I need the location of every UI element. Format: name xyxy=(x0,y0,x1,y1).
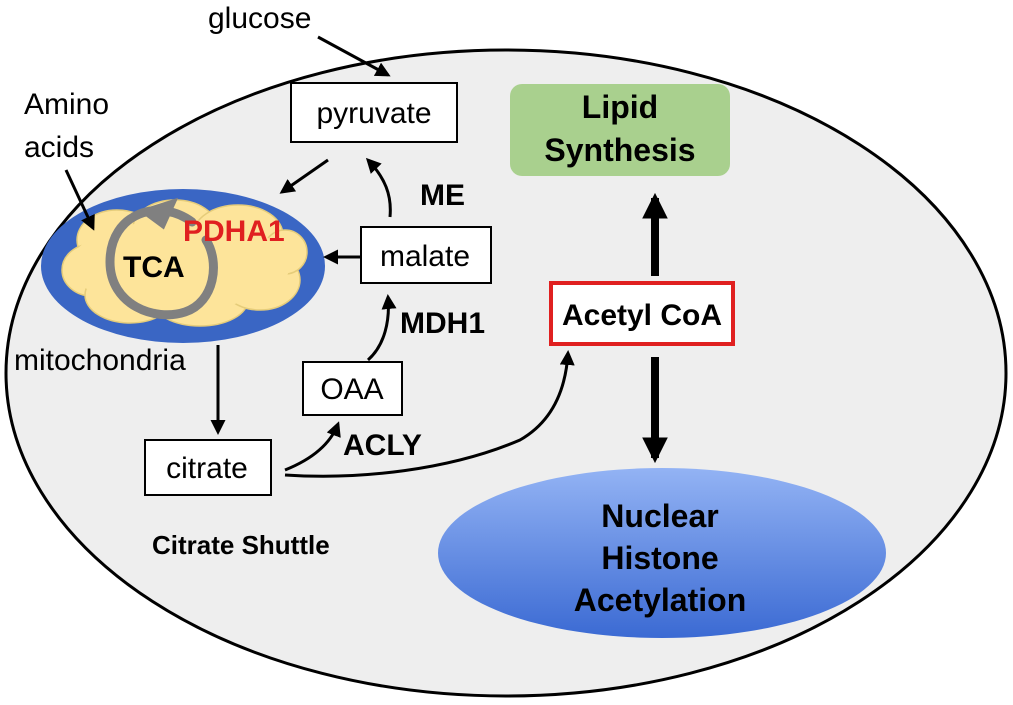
lipid-synthesis-label-line1: Lipid xyxy=(582,89,658,125)
oaa-box xyxy=(302,361,403,416)
pyruvate-label: pyruvate xyxy=(316,97,431,130)
malate-label: malate xyxy=(380,240,470,273)
arrow-glucose-to-pyruvate xyxy=(317,35,391,77)
lipid-synthesis-box xyxy=(510,84,730,176)
me-enzyme-label: ME xyxy=(420,179,465,212)
arrow-oaa-to-malate xyxy=(366,294,397,362)
nucleus-label-line1: Nuclear xyxy=(601,498,718,534)
arrow-citrate-to-oaa xyxy=(284,421,341,472)
glucose-label: glucose xyxy=(208,2,311,35)
nucleus-label-line3: Acetylation xyxy=(574,582,746,618)
arrow-pyruvate-to-mito xyxy=(279,158,329,194)
acetyl-coa-label: Acetyl CoA xyxy=(562,299,722,332)
acly-enzyme-label: ACLY xyxy=(343,429,422,462)
citrate-label: citrate xyxy=(166,452,248,485)
lipid-synthesis-label-line2: Synthesis xyxy=(544,132,695,168)
acetyl-coa-box xyxy=(549,281,735,346)
tca-cycle-arrow xyxy=(105,206,218,320)
citrate-shuttle-label: Citrate Shuttle xyxy=(152,530,330,560)
arrow-amino-to-mito xyxy=(64,169,95,231)
mdh1-enzyme-label: MDH1 xyxy=(400,307,485,340)
pdha1-label: PDHA1 xyxy=(183,215,285,248)
tca-label: TCA xyxy=(123,251,185,284)
arrow-malate-to-pyruvate xyxy=(365,157,392,218)
nucleus-ellipse xyxy=(438,468,886,638)
oaa-label: OAA xyxy=(320,373,383,406)
pyruvate-box xyxy=(290,82,458,143)
mitochondria-label: mitochondria xyxy=(14,344,186,377)
mitochondria xyxy=(41,189,325,343)
nucleus-label-line2: Histone xyxy=(601,540,718,576)
citrate-box xyxy=(144,439,272,496)
malate-box xyxy=(360,226,492,284)
arrow-citrate-to-acetylcoa xyxy=(284,350,575,478)
amino-acids-label-line1: Amino xyxy=(24,88,109,121)
amino-acids-label-line2: acids xyxy=(24,131,94,164)
